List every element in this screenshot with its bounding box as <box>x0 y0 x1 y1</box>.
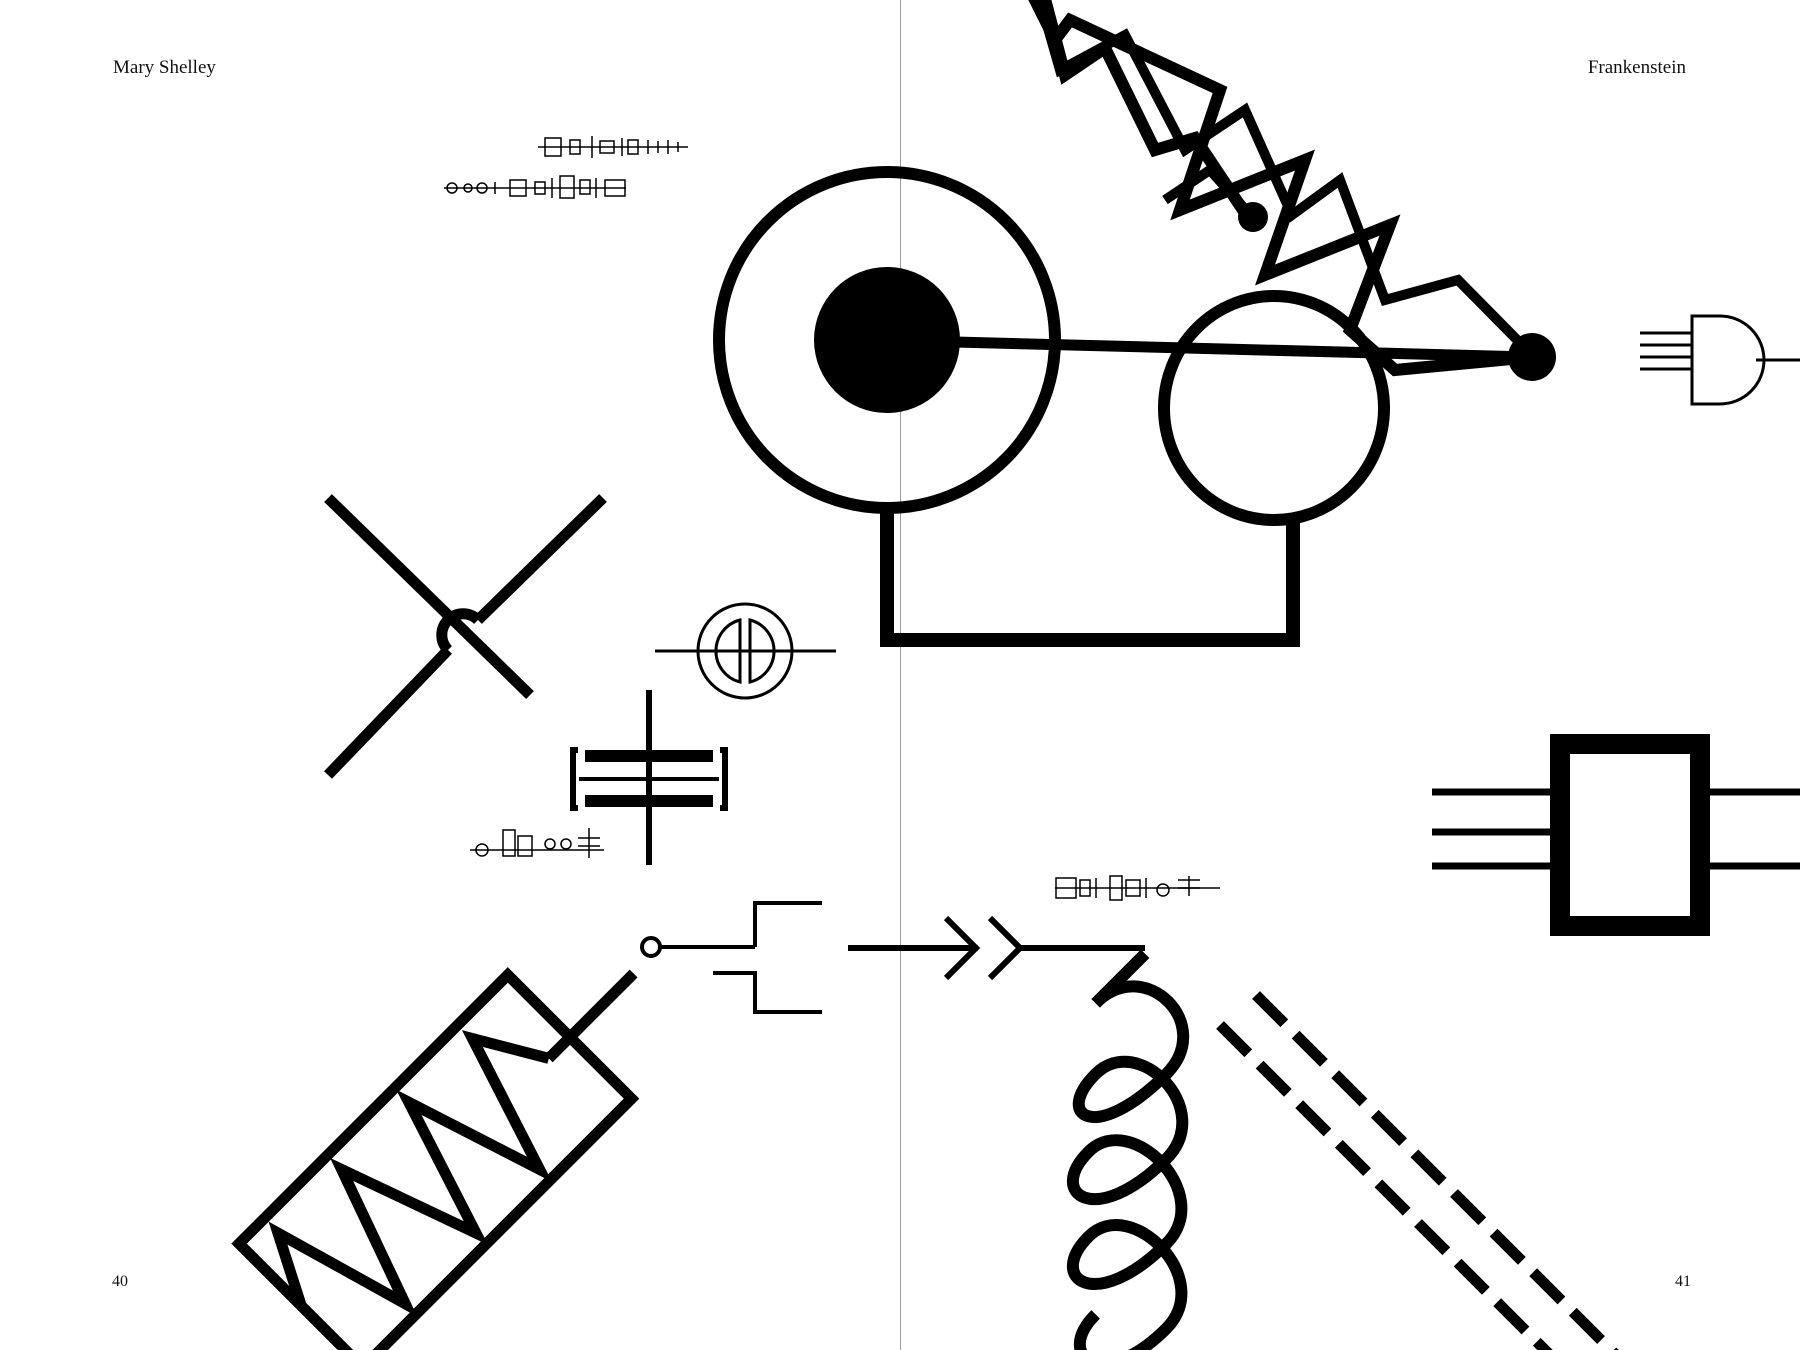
small-symbol-row-3 <box>470 828 604 858</box>
connector-symbol <box>640 901 822 1014</box>
component-box-symbol <box>1432 734 1800 936</box>
zigzag-inner-lead <box>1162 163 1257 222</box>
left-page-number: 40 <box>112 1273 128 1290</box>
dashed-core-symbol <box>1216 991 1619 1350</box>
right-page-number: 41 <box>1675 1273 1691 1290</box>
lamp-symbol <box>655 602 836 700</box>
second-circle-node <box>1158 290 1390 526</box>
filled-node-dot <box>814 267 960 413</box>
inductor-coil-symbol <box>1066 949 1190 1350</box>
arrow-connector-symbol <box>848 915 1145 981</box>
small-symbol-row-1 <box>538 136 688 158</box>
crystal-symbol <box>570 690 728 865</box>
right-running-header: Frankenstein <box>1587 57 1686 78</box>
wire-crossing-symbol <box>324 494 607 779</box>
boxed-resistor-symbol <box>231 967 640 1350</box>
small-symbol-row-2 <box>444 175 626 199</box>
left-running-header: Mary Shelley <box>113 57 216 78</box>
zigzag-end-dot <box>1238 202 1268 232</box>
u-shaped-wire <box>880 510 1300 647</box>
small-symbol-row-4 <box>1055 875 1220 901</box>
main-wire <box>954 336 1533 363</box>
gutter-line <box>900 0 901 1350</box>
zigzag-resistor-outline <box>1035 0 1536 359</box>
and-gate-symbol <box>1640 314 1800 406</box>
